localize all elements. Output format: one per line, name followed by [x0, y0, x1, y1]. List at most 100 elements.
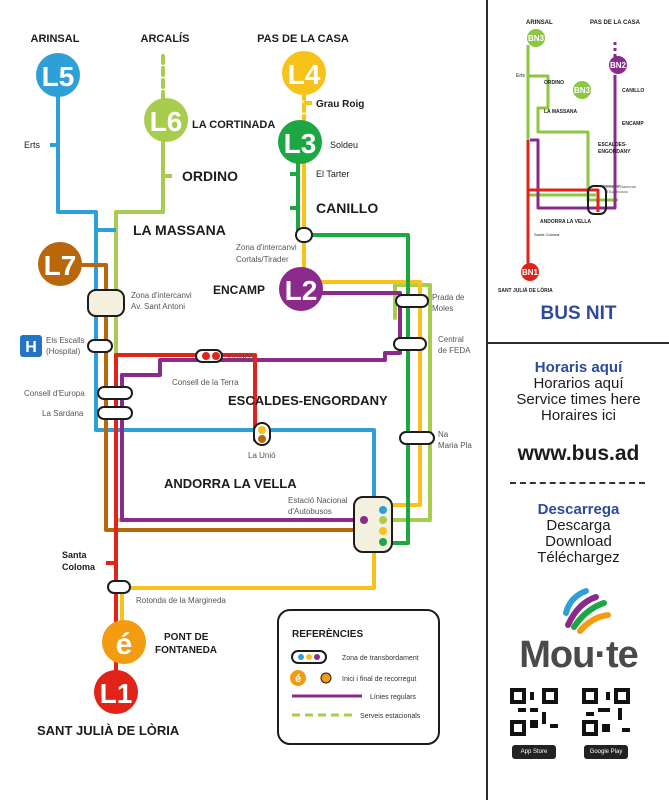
label-soldeu: Soldeu: [330, 140, 358, 150]
line-l6-route: [114, 118, 432, 522]
svg-text:Estació Nacional: Estació Nacional: [288, 496, 348, 505]
badge-l5: [36, 53, 80, 97]
svg-text:ANDORRA LA VELLA: ANDORRA LA VELLA: [540, 219, 591, 225]
panel-divider: [486, 0, 488, 800]
svg-text:Els Escalls: Els Escalls: [46, 336, 85, 345]
badge-l2: [279, 267, 323, 311]
transfer-europa: [97, 386, 133, 400]
svg-text:Rotonda de la Margineda: Rotonda de la Margineda: [136, 596, 226, 605]
timetable-ca: Horaris aquí: [534, 359, 623, 376]
badge-bn2: [609, 56, 627, 74]
svg-text:BN3: BN3: [574, 86, 591, 95]
svg-text:L3: L3: [284, 128, 317, 159]
svg-text:ORDINO: ORDINO: [544, 80, 564, 86]
label-pas: PAS DE LA CASA: [257, 33, 349, 45]
qr-code-app-store[interactable]: [510, 688, 558, 736]
svg-text:L6: L6: [150, 106, 183, 137]
bus-nit-title: BUS NIT: [540, 303, 617, 324]
badge-l4: [282, 51, 326, 95]
transfer-sardana: [97, 406, 133, 420]
svg-text:REFERÈNCIES: REFERÈNCIES: [292, 627, 363, 640]
svg-text:Coloma: Coloma: [62, 562, 96, 572]
timetable-en: Service times here: [516, 391, 641, 408]
svg-text:(Hospital): (Hospital): [46, 347, 81, 356]
svg-text:Zona d'intercanvi: Zona d'intercanvi: [236, 243, 297, 252]
badge-bn3: [527, 29, 545, 47]
svg-text:LA MASSANA: LA MASSANA: [544, 109, 578, 115]
timetable-fr: Horaires ici: [540, 407, 616, 424]
svg-text:d'Autobusos: d'Autobusos: [606, 189, 628, 194]
svg-text:Cortals/Tirader: Cortals/Tirader: [236, 255, 289, 264]
bus-nit-map: BN3 BN3 BN2 BN1 ARINSAL PAS DE LA CASA E…: [498, 20, 644, 294]
svg-text:Serveis estacionals: Serveis estacionals: [360, 713, 421, 720]
google-play-badge[interactable]: Google Play: [584, 745, 628, 759]
svg-text:Estació Nacional: Estació Nacional: [606, 184, 636, 189]
label-arcalis: ARCALÍS: [141, 32, 190, 45]
transfer-margineda: [107, 580, 131, 594]
svg-text:ARINSAL: ARINSAL: [526, 20, 553, 26]
label-el-tarter: El Tarter: [316, 169, 349, 179]
badge-e: [102, 620, 146, 664]
label-la-massana: LA MASSANA: [133, 222, 226, 238]
transfer-escalls: [87, 339, 113, 353]
svg-text:Línies regulars: Línies regulars: [370, 694, 416, 701]
badge-l7: [38, 242, 82, 286]
svg-text:L5: L5: [42, 61, 75, 92]
transfer-na-maria: [399, 431, 435, 445]
svg-text:Zona d'intercanvi: Zona d'intercanvi: [131, 291, 192, 300]
label-grau-roig: Grau Roig: [316, 99, 364, 110]
svg-text:é: é: [295, 673, 301, 685]
download-en: Download: [545, 533, 612, 550]
hospital-icon: [20, 335, 42, 357]
svg-text:La Sardana: La Sardana: [42, 409, 84, 418]
svg-text:Inici i final de recorregut: Inici i final de recorregut: [342, 676, 416, 683]
badge-bn3-ordino: [573, 81, 591, 99]
label-andorra: ANDORRA LA VELLA: [164, 476, 297, 491]
label-arinsal: ARINSAL: [31, 33, 80, 45]
line-l2-route: [120, 291, 402, 522]
website-link[interactable]: www.bus.ad: [517, 442, 640, 465]
legend: REFERÈNCIES Zona de transbordament é Ini…: [277, 609, 440, 745]
download-info: Descarrega Descarga Download Téléchargez: [488, 502, 669, 566]
download-es: Descarga: [546, 517, 611, 534]
svg-text:L1: L1: [100, 678, 133, 709]
svg-text:H: H: [25, 339, 37, 356]
svg-text:ENCAMP: ENCAMP: [622, 121, 644, 127]
label-erts: Erts: [24, 140, 41, 150]
dashed-divider: [510, 482, 645, 484]
svg-text:PAS DE LA CASA: PAS DE LA CASA: [590, 20, 641, 26]
svg-text:Erts: Erts: [516, 73, 525, 79]
transfer-feda: [393, 337, 427, 351]
label-escaldes: ESCALDES-ENGORDANY: [228, 393, 388, 408]
svg-text:Zona de transbordament: Zona de transbordament: [342, 655, 419, 662]
badge-bn1: [521, 263, 539, 281]
svg-text:de FEDA: de FEDA: [438, 346, 471, 355]
download-fr: Téléchargez: [537, 549, 620, 566]
svg-text:Santa: Santa: [62, 550, 88, 560]
label-ordino: ORDINO: [182, 168, 238, 184]
svg-text:Maria Pla: Maria Pla: [438, 441, 472, 450]
svg-text:Moles: Moles: [432, 304, 453, 313]
divider: [488, 342, 669, 344]
app-store-badge[interactable]: App Store: [512, 745, 556, 759]
svg-text:BN2: BN2: [610, 61, 627, 70]
label-encamp: ENCAMP: [213, 283, 265, 297]
svg-text:L7: L7: [44, 250, 77, 281]
transfer-prada: [395, 294, 429, 308]
svg-text:CANILLO: CANILLO: [622, 88, 644, 94]
svg-text:SANT JULIÀ DE LÒRIA: SANT JULIÀ DE LÒRIA: [498, 286, 553, 294]
badge-l1: [94, 670, 138, 714]
svg-text:BN3: BN3: [528, 34, 545, 43]
svg-text:Santa Coloma: Santa Coloma: [534, 232, 560, 237]
svg-text:L4: L4: [288, 59, 321, 90]
transfer-cortals: [295, 227, 313, 243]
svg-text:Consell d'Europa: Consell d'Europa: [24, 389, 85, 398]
svg-text:Consell de la Terra: Consell de la Terra: [172, 378, 239, 387]
qr-code-google-play[interactable]: [582, 688, 630, 736]
timetable-info: Horaris aquí Horarios aquí Service times…: [488, 360, 669, 424]
info-panel: BN3 BN3 BN2 BN1 ARINSAL PAS DE LA CASA E…: [488, 0, 669, 800]
transfer-sant-antoni: [87, 289, 125, 317]
svg-text:PONT DE: PONT DE: [164, 632, 209, 643]
label-canillo: CANILLO: [316, 200, 378, 216]
svg-text:Prada de: Prada de: [432, 293, 465, 302]
